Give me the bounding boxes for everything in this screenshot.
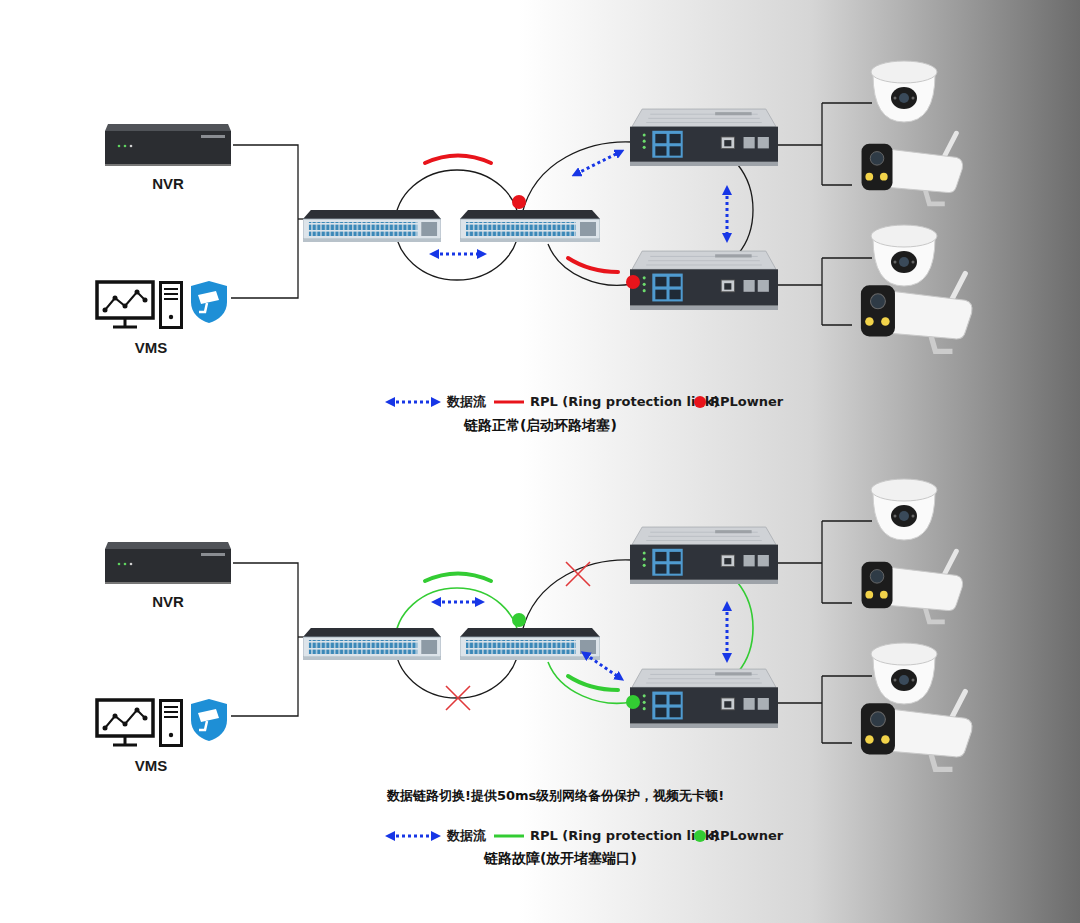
legend-samples-part <box>494 835 524 838</box>
legend-text: 数据流 <box>447 394 486 410</box>
caption-box: 链路正常(启动环路堵塞) <box>464 416 617 434</box>
caption-text: 数据链路切换!提供50ms级别网络备份保护，视频无卡顿! <box>387 788 724 803</box>
panel-normal-part <box>568 258 618 272</box>
legend-swatch <box>694 830 706 842</box>
panel-fault-part <box>585 654 620 678</box>
legend-item: 数据流 <box>447 828 486 844</box>
panel-fault-part <box>436 601 480 604</box>
legend-item: 数据流 <box>447 394 486 410</box>
panel-fault-part <box>548 662 632 703</box>
device-label: NVR <box>103 175 233 193</box>
device-node: VMS <box>95 278 231 361</box>
caption-box: 数据链路切换!提供50ms级别网络备份保护，视频无卡顿! <box>387 786 724 805</box>
panel-normal-part <box>522 142 632 214</box>
legend-text: RPL (Ring protection link) <box>530 394 719 410</box>
caption-text: 链路正常(启动环路堵塞) <box>464 417 617 433</box>
device-label: VMS <box>95 757 231 775</box>
device-node: NVR <box>103 120 233 197</box>
legend-swatch <box>694 396 706 408</box>
panel-normal-part <box>434 253 482 256</box>
panel-normal-part <box>97 61 972 351</box>
legend-item: RPL (Ring protection link) <box>530 828 719 844</box>
panel-normal-part <box>738 165 753 254</box>
legend-samples-part <box>390 401 436 404</box>
legend-text: RPLowner <box>710 828 783 844</box>
panel-fault-part <box>568 676 618 690</box>
panel-fault-part <box>446 686 470 710</box>
legend-item: RPL (Ring protection link) <box>530 394 719 410</box>
panel-normal-part <box>548 244 632 285</box>
panel-fault-part <box>738 583 753 672</box>
panel-normal-part <box>425 156 491 164</box>
connector-line <box>231 145 298 298</box>
panel-normal-part <box>726 190 729 238</box>
legend-samples <box>390 402 524 836</box>
panel-normal-part <box>626 275 640 289</box>
legend-text: RPLowner <box>710 394 783 410</box>
panel-fault-part <box>425 574 491 582</box>
legend-text: RPL (Ring protection link) <box>530 828 719 844</box>
legend-item: RPLowner <box>694 828 783 844</box>
device-node: VMS <box>95 696 231 779</box>
legend-samples-part <box>494 401 524 404</box>
panel-fault <box>97 479 972 769</box>
legend-text: 数据流 <box>447 828 486 844</box>
panel-normal-part <box>512 195 526 209</box>
legend-item: RPLowner <box>694 394 783 410</box>
caption-box: 链路故障(放开堵塞端口) <box>484 849 637 867</box>
panel-fault-part <box>566 562 590 586</box>
panel-fault-part <box>97 479 972 769</box>
panel-fault-part <box>726 606 729 658</box>
panel-normal <box>97 61 972 351</box>
panel-fault-part <box>626 695 640 709</box>
legend-samples-part <box>390 835 436 838</box>
device-label: VMS <box>95 339 231 357</box>
panel-fault-part <box>512 613 526 627</box>
panel-normal-part <box>576 152 620 174</box>
caption-text: 链路故障(放开堵塞端口) <box>484 850 637 866</box>
device-label: NVR <box>103 593 233 611</box>
connector-line <box>231 563 298 716</box>
panel-fault-part <box>522 560 632 632</box>
device-node: NVR <box>103 538 233 615</box>
